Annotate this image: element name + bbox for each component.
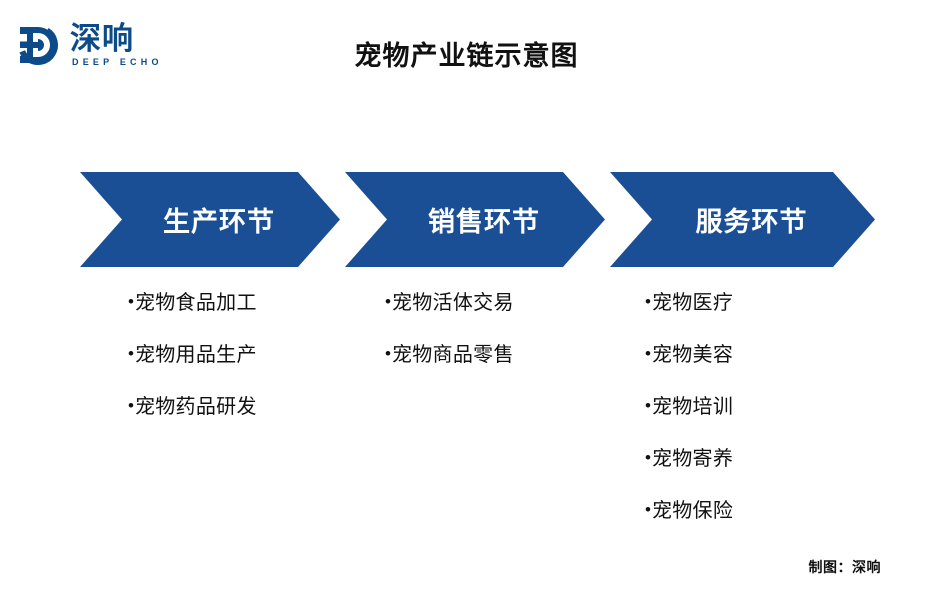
bullet-icon: • bbox=[128, 344, 134, 363]
brand-name-cn: 深响 bbox=[70, 20, 134, 56]
bullet-icon: • bbox=[385, 344, 391, 363]
chevron-stage-1: 生产环节 bbox=[80, 172, 340, 267]
bullet-icon: • bbox=[128, 396, 134, 415]
chevron-stage-2-label: 销售环节 bbox=[428, 207, 540, 237]
list-item: • 宠物医疗 bbox=[645, 292, 885, 344]
list-item-label: 宠物用品生产 bbox=[134, 344, 257, 366]
list-item: • 宠物寄养 bbox=[645, 448, 885, 500]
list-item-label: 宠物活体交易 bbox=[391, 292, 514, 314]
list-item-label: 宠物培训 bbox=[651, 396, 734, 418]
stage-3-items: • 宠物医疗 • 宠物美容 • 宠物培训 • 宠物寄养 • 宠物保险 bbox=[645, 292, 885, 552]
chevron-stage-3: 服务环节 bbox=[610, 172, 875, 267]
list-item: • 宠物活体交易 bbox=[385, 292, 625, 344]
list-item: • 宠物用品生产 bbox=[128, 344, 368, 396]
list-item-label: 宠物商品零售 bbox=[391, 344, 514, 366]
footer-credit: 制图：深响 bbox=[808, 559, 881, 575]
bullet-icon: • bbox=[385, 292, 391, 311]
list-item: • 宠物培训 bbox=[645, 396, 885, 448]
process-flow-chevrons: 生产环节 销售环节 服务环节 bbox=[80, 172, 880, 267]
bullet-icon: • bbox=[645, 448, 651, 467]
list-item: • 宠物美容 bbox=[645, 344, 885, 396]
brand-name-en: DEEP ECHO bbox=[72, 57, 163, 68]
list-item-label: 宠物食品加工 bbox=[134, 292, 257, 314]
list-item: • 宠物保险 bbox=[645, 500, 885, 552]
bullet-icon: • bbox=[645, 500, 651, 519]
deep-echo-d-logo-icon bbox=[14, 21, 62, 69]
list-item-label: 宠物药品研发 bbox=[134, 396, 257, 418]
list-item-label: 宠物医疗 bbox=[651, 292, 734, 314]
chevron-stage-1-label: 生产环节 bbox=[163, 207, 275, 237]
list-item: • 宠物商品零售 bbox=[385, 344, 625, 396]
list-item-label: 宠物保险 bbox=[651, 500, 734, 522]
bullet-icon: • bbox=[128, 292, 134, 311]
stage-1-items: • 宠物食品加工 • 宠物用品生产 • 宠物药品研发 bbox=[128, 292, 368, 448]
page-title: 宠物产业链示意图 bbox=[354, 41, 579, 71]
chevron-stage-2: 销售环节 bbox=[345, 172, 605, 267]
brand-logo: 深响 DEEP ECHO bbox=[14, 14, 174, 76]
bullet-icon: • bbox=[645, 292, 651, 311]
bullet-icon: • bbox=[645, 396, 651, 415]
stage-2-items: • 宠物活体交易 • 宠物商品零售 bbox=[385, 292, 625, 396]
list-item-label: 宠物寄养 bbox=[651, 448, 734, 470]
brand-wordmark: 深响 DEEP ECHO bbox=[70, 20, 163, 68]
list-item: • 宠物食品加工 bbox=[128, 292, 368, 344]
list-item: • 宠物药品研发 bbox=[128, 396, 368, 448]
chevron-stage-3-label: 服务环节 bbox=[695, 207, 808, 237]
bullet-icon: • bbox=[645, 344, 651, 363]
list-item-label: 宠物美容 bbox=[651, 344, 734, 366]
